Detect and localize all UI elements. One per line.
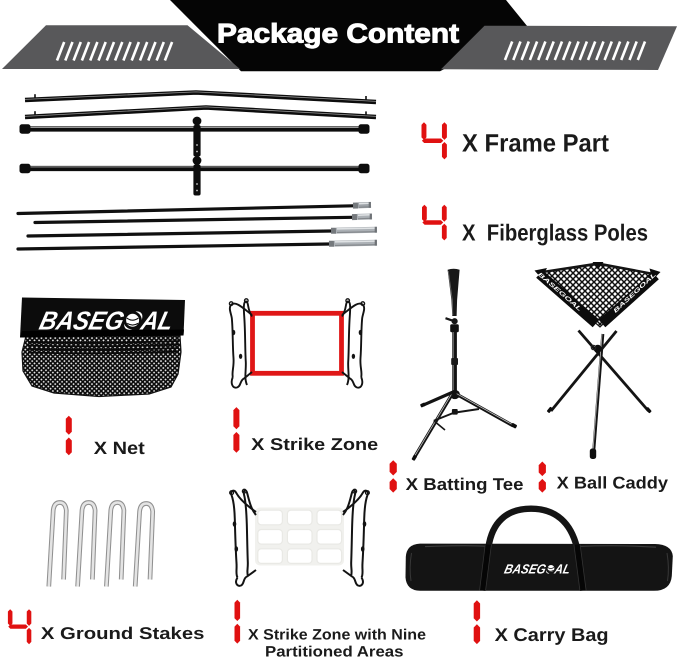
svg-text:X Fiberglass Poles: X Fiberglass Poles — [462, 219, 648, 245]
svg-text:Partitioned Areas: Partitioned Areas — [265, 643, 404, 658]
svg-text:X Ground Stakes: X Ground Stakes — [41, 624, 205, 643]
svg-text:X Strike Zone: X Strike Zone — [251, 435, 378, 454]
svg-text:X Ball Caddy: X Ball Caddy — [557, 474, 669, 493]
svg-text:X Strike Zone with Nine: X Strike Zone with Nine — [248, 626, 426, 643]
svg-text:X Carry Bag: X Carry Bag — [495, 624, 609, 645]
svg-text:X Frame Part: X Frame Part — [462, 130, 610, 158]
svg-text:X Batting Tee: X Batting Tee — [406, 475, 524, 494]
svg-text:BASEGOAL: BASEGOAL — [503, 561, 572, 576]
svg-text:BASEGOAL: BASEGOAL — [37, 306, 177, 336]
svg-text:X Net: X Net — [94, 438, 145, 458]
svg-text:Package Content: Package Content — [217, 18, 459, 48]
